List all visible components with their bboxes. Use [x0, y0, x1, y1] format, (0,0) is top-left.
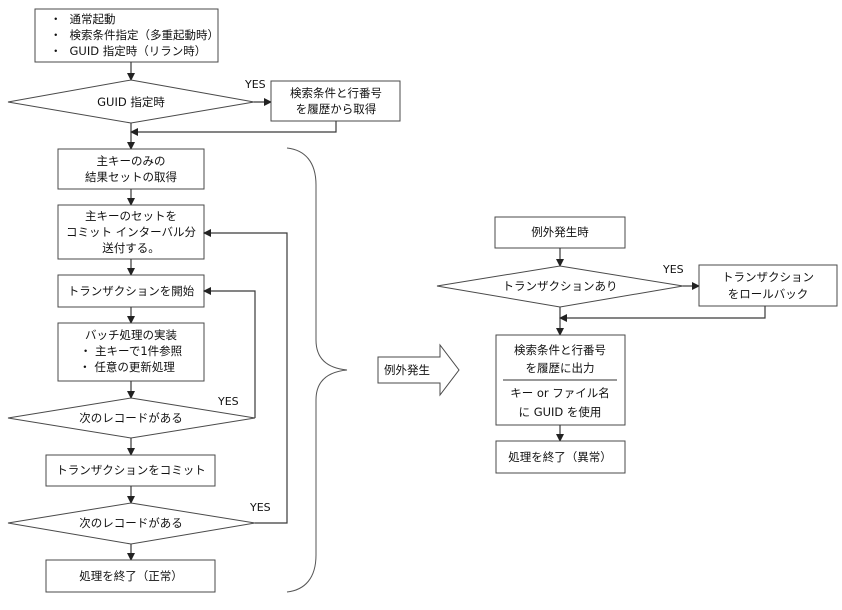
exception-start-label: 例外発生時: [531, 225, 589, 239]
batch-process-box: バッチ処理の実装 ・ 主キーで1件参照 ・ 任意の更新処理: [57, 322, 205, 382]
end-error-box: 処理を終了（異常）: [495, 440, 626, 474]
history-fetch-box: 検索条件と行番号 を履歴から取得: [270, 80, 401, 122]
start-box: ・通常起動 ・検索条件指定（多重起動時） ・GUID 指定時（リラン時）: [34, 8, 219, 63]
commit-box: トランザクションをコミット: [45, 454, 216, 487]
batch-line-3: ・ 任意の更新処理: [79, 360, 175, 374]
end-normal-box: 処理を終了（正常）: [45, 559, 216, 593]
arrow-rollback-merge: [559, 306, 766, 322]
guid-decision: GUID 指定時 YES: [7, 78, 266, 124]
history-fetch-line-1: 検索条件と行番号: [290, 86, 382, 100]
exception-arrow-label: 例外発生: [384, 363, 430, 377]
begin-transaction-label: トランザクションを開始: [68, 284, 195, 298]
history-output-line-1: 検索条件と行番号: [514, 343, 606, 357]
loop-arrow-inner: [203, 287, 256, 418]
end-error-label: 処理を終了（異常）: [508, 450, 612, 464]
exception-block-arrow: 例外発生: [377, 343, 460, 397]
commit-label: トランザクションをコミット: [56, 463, 206, 477]
next-record-outer-yes: YES: [249, 501, 271, 514]
next-record-inner-yes: YES: [217, 395, 239, 408]
next-record-decision-outer: 次のレコードがある YES: [7, 501, 271, 545]
send-keys-line-3: 送付する。: [102, 241, 160, 255]
next-record-decision-inner: 次のレコードがある YES: [7, 395, 256, 439]
history-output-line-3: キー or ファイル名: [510, 386, 610, 400]
begin-transaction-box: トランザクションを開始: [57, 274, 205, 308]
rollback-line-2: をロールバック: [728, 287, 809, 301]
arrow-history-merge: [130, 121, 337, 136]
pk-resultset-line-2: 結果セットの取得: [85, 170, 177, 184]
history-fetch-line-2: を履歴から取得: [296, 102, 377, 116]
send-keys-box: 主キーのセットを コミット インターバル分 送付する。: [57, 204, 205, 260]
next-record-inner-label: 次のレコードがある: [79, 411, 183, 425]
rollback-line-1: トランザクション: [722, 270, 814, 284]
transaction-exists-label: トランザクションあり: [503, 279, 618, 293]
start-bullet-2: ・検索条件指定（多重起動時）: [50, 28, 219, 42]
history-output-line-4: に GUID を使用: [519, 405, 602, 419]
start-bullet-1: ・通常起動: [50, 12, 116, 26]
end-normal-label: 処理を終了（正常）: [79, 569, 183, 583]
transaction-exists-yes: YES: [662, 263, 684, 276]
pk-resultset-line-1: 主キーのみの: [97, 154, 166, 168]
next-record-outer-label: 次のレコードがある: [79, 516, 183, 530]
exception-start-box: 例外発生時: [494, 216, 626, 249]
history-output-line-2: を履歴に出力: [526, 361, 595, 375]
history-output-box: 検索条件と行番号 を履歴に出力 キー or ファイル名 に GUID を使用: [495, 334, 626, 426]
batch-line-1: バッチ処理の実装: [85, 328, 177, 342]
transaction-exists-decision: トランザクションあり YES: [436, 263, 684, 308]
scope-brace: [286, 147, 348, 593]
rollback-box: トランザクション をロールバック: [698, 264, 838, 307]
send-keys-line-1: 主キーのセットを: [85, 209, 177, 223]
guid-decision-label: GUID 指定時: [97, 95, 165, 109]
pk-resultset-box: 主キーのみの 結果セットの取得: [57, 148, 205, 190]
start-bullet-3: ・GUID 指定時（リラン時）: [50, 44, 206, 58]
guid-yes-label: YES: [244, 78, 266, 91]
loop-arrow-outer: [203, 229, 288, 524]
batch-line-2: ・ 主キーで1件参照: [80, 344, 182, 358]
send-keys-line-2: コミット インターバル分: [66, 225, 197, 239]
